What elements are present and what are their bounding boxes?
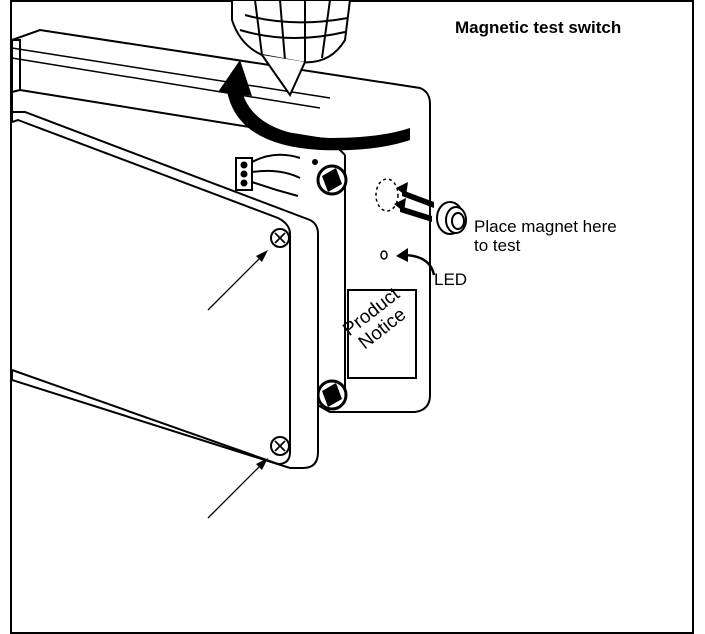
- product-notice-label-box: [347, 289, 417, 379]
- magnet-instruction-line1: Place magnet here: [474, 217, 617, 236]
- magnet-instruction-line2: to test: [474, 236, 521, 255]
- led-indicator: [380, 250, 388, 260]
- screw-bottom-right-icon: [316, 379, 348, 411]
- cover-screw-top-icon: [270, 228, 290, 248]
- cover-plate: [11, 111, 319, 469]
- magnet-direction-arrows: [394, 182, 434, 222]
- housing-edge-lines: [11, 47, 331, 109]
- magnet-icon: [436, 201, 467, 235]
- magnet-target-area: [375, 178, 399, 212]
- screw-pointer-top: [207, 250, 268, 311]
- screw-pointer-bottom: [207, 458, 268, 519]
- lamp-head: [231, 0, 352, 98]
- rotation-arrow: [218, 60, 410, 151]
- diagram-title: Magnetic test switch: [455, 18, 622, 37]
- wire-connector: [235, 153, 301, 197]
- led-pointer-arrow: [396, 248, 436, 276]
- housing-dot: [312, 159, 318, 165]
- led-label: LED: [434, 270, 468, 289]
- screw-top-right-icon: [316, 164, 348, 196]
- cover-screw-bottom-icon: [270, 436, 290, 456]
